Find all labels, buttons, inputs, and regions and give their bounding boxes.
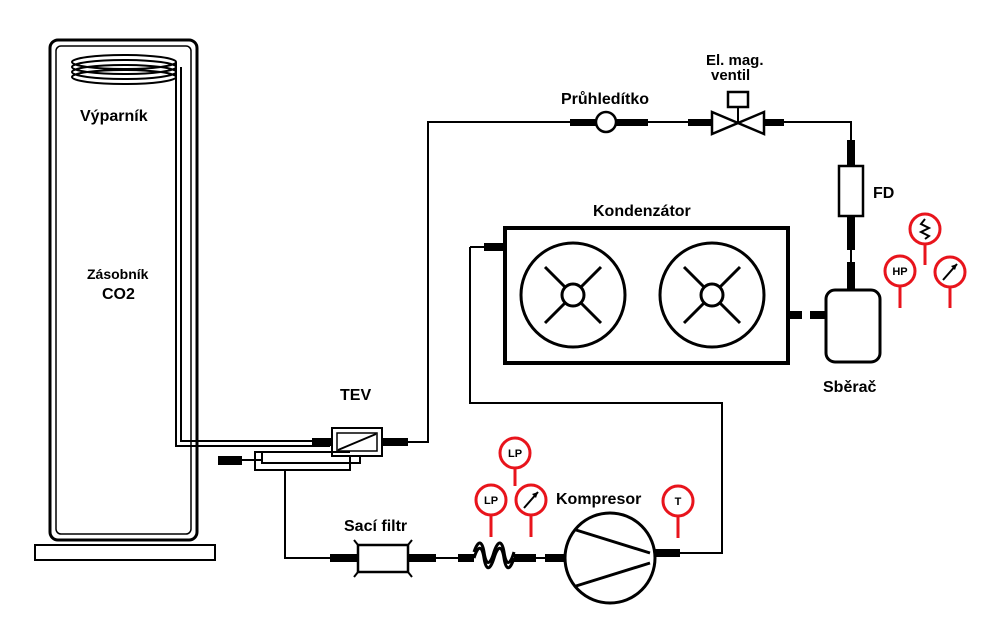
tev-valve [254,427,408,471]
lp-gauge-bottom: LP [474,483,508,537]
condenser-fan-1 [519,241,627,349]
pressure-switch-gauge [908,212,942,265]
receiver [824,288,882,364]
receiver-label: Sběrač [823,379,876,396]
solenoid-valve [688,90,784,136]
evaporator-label: Výparník [80,108,148,125]
sight-glass-label: Průhledítko [561,91,649,108]
evaporator-coil [71,54,330,447]
tank-label-line2: CO2 [102,286,135,303]
hp-gauge: HP [883,254,917,308]
condenser-label: Kondenzátor [593,203,691,220]
lp-gauge-bottom-label: LP [484,495,498,507]
filter-drier [837,140,865,250]
lp-gauge-top-label: LP [508,448,522,460]
solenoid-label-line1: El. mag. [706,52,764,69]
vibration-eliminator [458,541,536,570]
suction-stub [218,456,242,465]
suction-filter [330,539,436,578]
sight-glass [570,110,648,134]
condenser [484,226,826,365]
solenoid-label-line2: ventil [711,67,750,84]
compressor-label: Kompresor [556,491,641,508]
hp-dial-gauge [933,255,967,308]
tev-label: TEV [340,387,371,404]
filter-drier-label: FD [873,185,894,202]
condenser-fan-2 [658,241,766,349]
lp-dial-gauge [514,483,548,537]
temperature-gauge: T [661,484,695,538]
hp-gauge-label: HP [892,266,907,278]
lp-gauge-top: LP [498,436,532,486]
co2-tank [34,38,216,561]
compressor [545,511,680,605]
temperature-gauge-label: T [675,496,682,508]
suction-filter-label: Sací filtr [344,518,407,535]
tank-label-line1: Zásobník [87,266,149,282]
